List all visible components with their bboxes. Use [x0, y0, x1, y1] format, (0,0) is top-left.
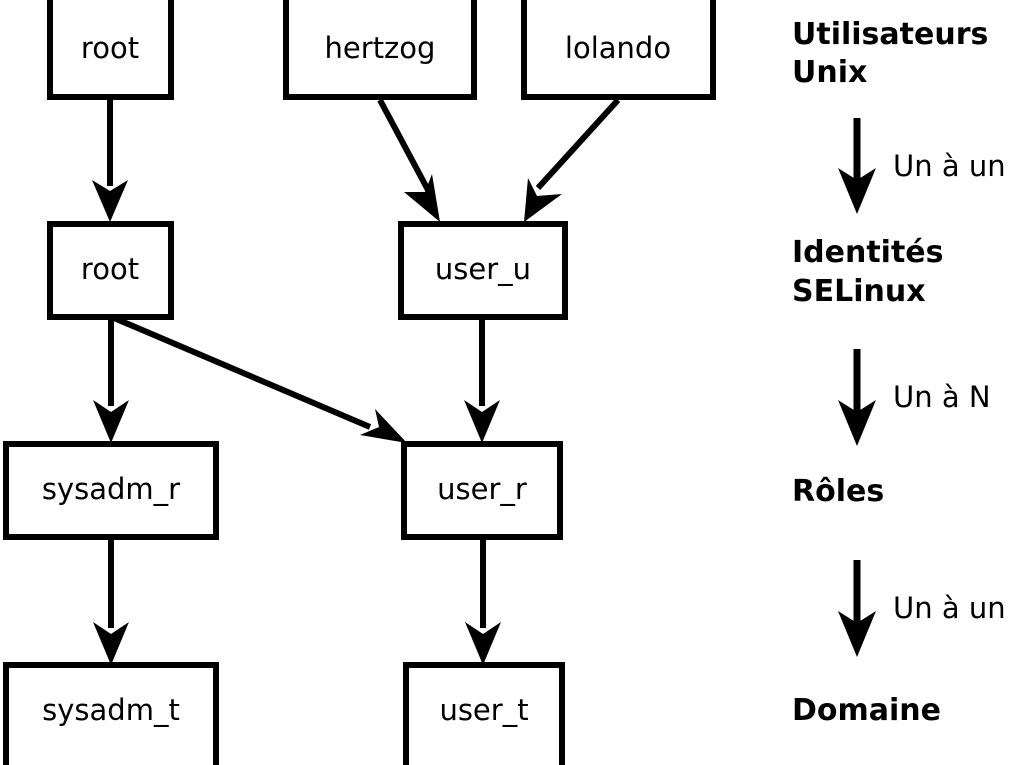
legend-level-selinux: Identités SELinux [792, 235, 944, 309]
node-unix-hertzog[interactable]: hertzog [283, 0, 477, 100]
node-identity-user-u[interactable]: user_u [398, 221, 568, 320]
node-identity-root[interactable]: root [47, 221, 174, 320]
legend-level-unix: Utilisateurs Unix [792, 17, 988, 90]
node-label: user_r [437, 472, 527, 506]
node-box [3, 662, 219, 765]
legend-transition-caption: Un à un [893, 149, 1006, 183]
node-role-user-r[interactable]: user_r [401, 441, 563, 540]
node-box [521, 0, 716, 100]
node-label: sysadm_t [42, 693, 180, 727]
arrow-head-icon [464, 400, 500, 443]
legend-level-line: Unix [792, 55, 867, 90]
arrow-head-icon [838, 168, 876, 214]
arrow-head-icon [93, 400, 129, 443]
node-domain-sysadm-t[interactable]: sysadm_t [3, 662, 219, 765]
node-label: lolando [565, 31, 671, 65]
node-box [403, 662, 565, 765]
legend-transition-caption: Un à N [893, 380, 991, 414]
edge-lolando-to-user-u [524, 97, 621, 222]
node-box [398, 221, 568, 320]
node-unix-lolando[interactable]: lolando [521, 0, 716, 100]
arrow-head-icon [838, 611, 876, 657]
edge-shaft [377, 98, 431, 192]
legend-transition-roles-to-domain: Un à un [838, 560, 1006, 657]
node-box [283, 0, 477, 100]
edge-user-u-to-user-r [464, 317, 500, 443]
arrow-head-icon [524, 178, 562, 222]
node-label: root [81, 31, 139, 65]
edge-shaft [112, 315, 372, 430]
arrow-head-icon [93, 622, 129, 665]
node-label: root [81, 252, 139, 286]
arrow-head-icon [838, 400, 876, 446]
legend-level-line: SELinux [792, 274, 926, 309]
legend-level-roles: Rôles [792, 474, 884, 509]
node-unix-root[interactable]: root [47, 0, 174, 100]
node-label: user_t [439, 693, 528, 727]
edge-hertzog-to-user-u [377, 98, 440, 222]
legend-transition-unix-to-selinux: Un à un [838, 118, 1006, 214]
arrow-head-icon [92, 180, 128, 222]
legend-level-domain: Domaine [792, 693, 941, 728]
edge-sysadm-r-to-sysadm-t [93, 537, 129, 665]
arrow-head-icon [404, 174, 440, 222]
legend-level-line: Utilisateurs [792, 17, 988, 52]
node-label: sysadm_r [42, 472, 180, 506]
edge-shaft [535, 97, 621, 191]
legend-transition-selinux-to-roles: Un à N [838, 349, 991, 446]
node-box [47, 0, 174, 100]
edge-identity-root-to-sysadm-r [93, 317, 129, 443]
legend-transition-caption: Un à un [893, 591, 1006, 625]
node-domain-user-t[interactable]: user_t [403, 662, 565, 765]
node-box [401, 441, 563, 540]
edge-user-r-to-user-t [465, 537, 501, 665]
legend-level-line: Rôles [792, 474, 884, 509]
edge-unix-root-to-identity-root [92, 100, 128, 222]
node-label: user_u [435, 252, 531, 286]
node-role-sysadm-r[interactable]: sysadm_r [3, 441, 219, 540]
edge-identity-root-to-user-r [112, 315, 407, 443]
arrow-head-icon [465, 622, 501, 665]
node-box [47, 221, 174, 320]
legend-level-line: Domaine [792, 693, 941, 728]
legend-level-line: Identités [792, 235, 944, 270]
node-label: hertzog [325, 31, 436, 65]
arrow-head-icon [360, 409, 407, 443]
